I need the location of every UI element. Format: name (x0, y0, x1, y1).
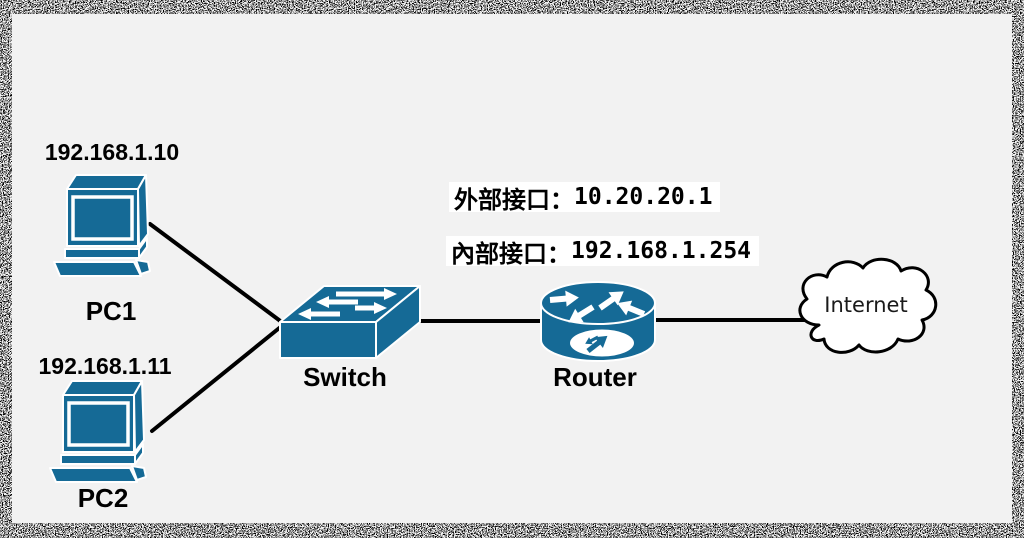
keyboard-end (135, 259, 151, 275)
external-interface-ip: 10.20.20.1 (574, 184, 713, 210)
monitor-side-face (137, 174, 149, 247)
internal-interface-ip: 192.168.1.254 (571, 238, 752, 264)
router-icon (540, 281, 656, 362)
pc2-ip-label: 192.168.1.11 (38, 353, 172, 379)
keyboard-end (131, 465, 147, 481)
pc2-label: PC2 (77, 483, 129, 513)
monitor-screen (67, 401, 130, 447)
pc1-label: PC1 (85, 296, 137, 326)
monitor-top-face (66, 174, 147, 190)
internet-cloud-icon (798, 257, 938, 354)
monitor-top-face (62, 380, 143, 396)
monitor-base-side (138, 237, 148, 259)
keyboard (49, 467, 138, 483)
router-badge-arrows (585, 335, 608, 354)
pc1-ip-label: 192.168.1.10 (44, 139, 180, 165)
monitor-side-face (133, 380, 145, 453)
internal-interface-prefix: 內部接口： (451, 240, 571, 268)
switch-front-face (279, 321, 377, 359)
switch-icon (279, 285, 421, 359)
monitor-base (64, 248, 140, 259)
pc2-desktop-computer-icon (49, 380, 147, 483)
cloud-outline (798, 257, 938, 354)
external-interface-prefix: 外部接口： (454, 186, 574, 214)
pc1-desktop-computer-icon (53, 174, 151, 277)
monitor-screen (71, 195, 134, 241)
router-internal-interface-annotation: 內部接口：192.168.1.254 (446, 236, 760, 268)
keyboard (53, 261, 142, 277)
switch-label: Switch (303, 362, 387, 392)
switch-arrows (298, 288, 397, 320)
router-external-interface-annotation: 外部接口：10.20.20.1 (449, 182, 721, 214)
monitor-base (60, 454, 136, 465)
internet-label: Internet (824, 293, 908, 317)
router-top (540, 281, 656, 325)
router-arrows (549, 290, 646, 323)
link-pc2-switch (150, 323, 285, 433)
monitor-base-side (134, 443, 144, 465)
router-label: Router (553, 362, 637, 392)
link-pc1-switch (148, 222, 285, 325)
